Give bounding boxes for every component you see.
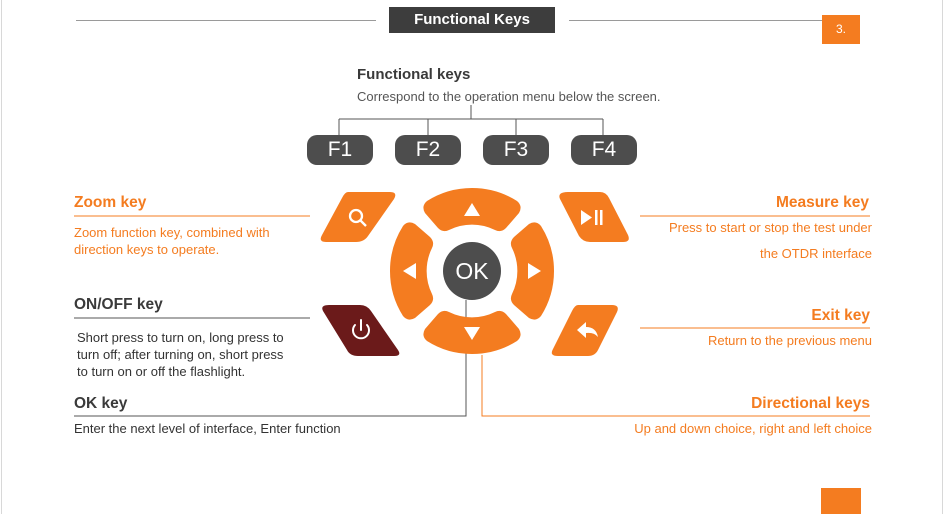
page-number: 3. bbox=[822, 15, 860, 44]
arrow-right-icon bbox=[528, 263, 541, 279]
measure-key-title: Measure key bbox=[775, 194, 869, 211]
arrow-up-icon bbox=[464, 203, 480, 216]
onoff-desc-line-2: turn off; after turning on, short press bbox=[77, 347, 284, 362]
zoom-key[interactable] bbox=[320, 192, 396, 242]
section-title: Functional Keys bbox=[389, 7, 555, 33]
onoff-desc-line-3: to turn on or off the flashlight. bbox=[77, 364, 246, 379]
measure-desc-line-1: Press to start or stop the test under bbox=[668, 220, 872, 235]
functional-keys-title: Functional keys bbox=[357, 66, 471, 83]
zoom-desc-line-2: direction keys to operate. bbox=[74, 242, 220, 257]
exit-key-title: Exit key bbox=[811, 307, 870, 324]
power-key[interactable] bbox=[322, 305, 400, 356]
exit-key-description: Return to the previous menu bbox=[707, 333, 872, 348]
zoom-key-description: Zoom function key, combined with directi… bbox=[74, 224, 270, 258]
ok-key-description: Enter the next level of interface, Enter… bbox=[74, 421, 341, 436]
zoom-desc-line-1: Zoom function key, combined with bbox=[74, 225, 270, 240]
f2-key[interactable]: F2 bbox=[395, 135, 461, 165]
measure-key[interactable] bbox=[559, 192, 629, 242]
header-rule-right bbox=[569, 20, 822, 21]
directional-pad bbox=[389, 187, 555, 355]
arrow-down-icon bbox=[464, 327, 480, 340]
f3-key[interactable]: F3 bbox=[483, 135, 549, 165]
directional-keys-description: Up and down choice, right and left choic… bbox=[634, 421, 872, 436]
onoff-desc-line-1: Short press to turn on, long press to bbox=[77, 330, 284, 345]
play-pause-icon bbox=[581, 210, 603, 225]
ok-key-title: OK key bbox=[74, 395, 128, 412]
search-icon bbox=[348, 208, 367, 227]
f4-key[interactable]: F4 bbox=[571, 135, 637, 165]
f-keys-bracket bbox=[338, 105, 604, 135]
directional-keys-title: Directional keys bbox=[751, 395, 870, 412]
zoom-key-title: Zoom key bbox=[74, 194, 147, 211]
arrow-left-icon bbox=[403, 263, 416, 279]
functional-keys-description: Correspond to the operation menu below t… bbox=[357, 89, 661, 104]
directional-leader bbox=[481, 355, 870, 417]
onoff-key-title: ON/OFF key bbox=[74, 296, 163, 313]
onoff-key-description: Short press to turn on, long press to tu… bbox=[77, 329, 284, 380]
ok-button[interactable]: OK bbox=[443, 242, 501, 300]
header-rule-left bbox=[76, 20, 376, 21]
exit-key[interactable] bbox=[551, 305, 618, 356]
power-icon bbox=[352, 319, 370, 340]
f1-key[interactable]: F1 bbox=[307, 135, 373, 165]
back-arrow-icon bbox=[577, 322, 598, 338]
footer-accent-block bbox=[821, 488, 861, 514]
measure-desc-line-2: the OTDR interface bbox=[760, 246, 872, 261]
